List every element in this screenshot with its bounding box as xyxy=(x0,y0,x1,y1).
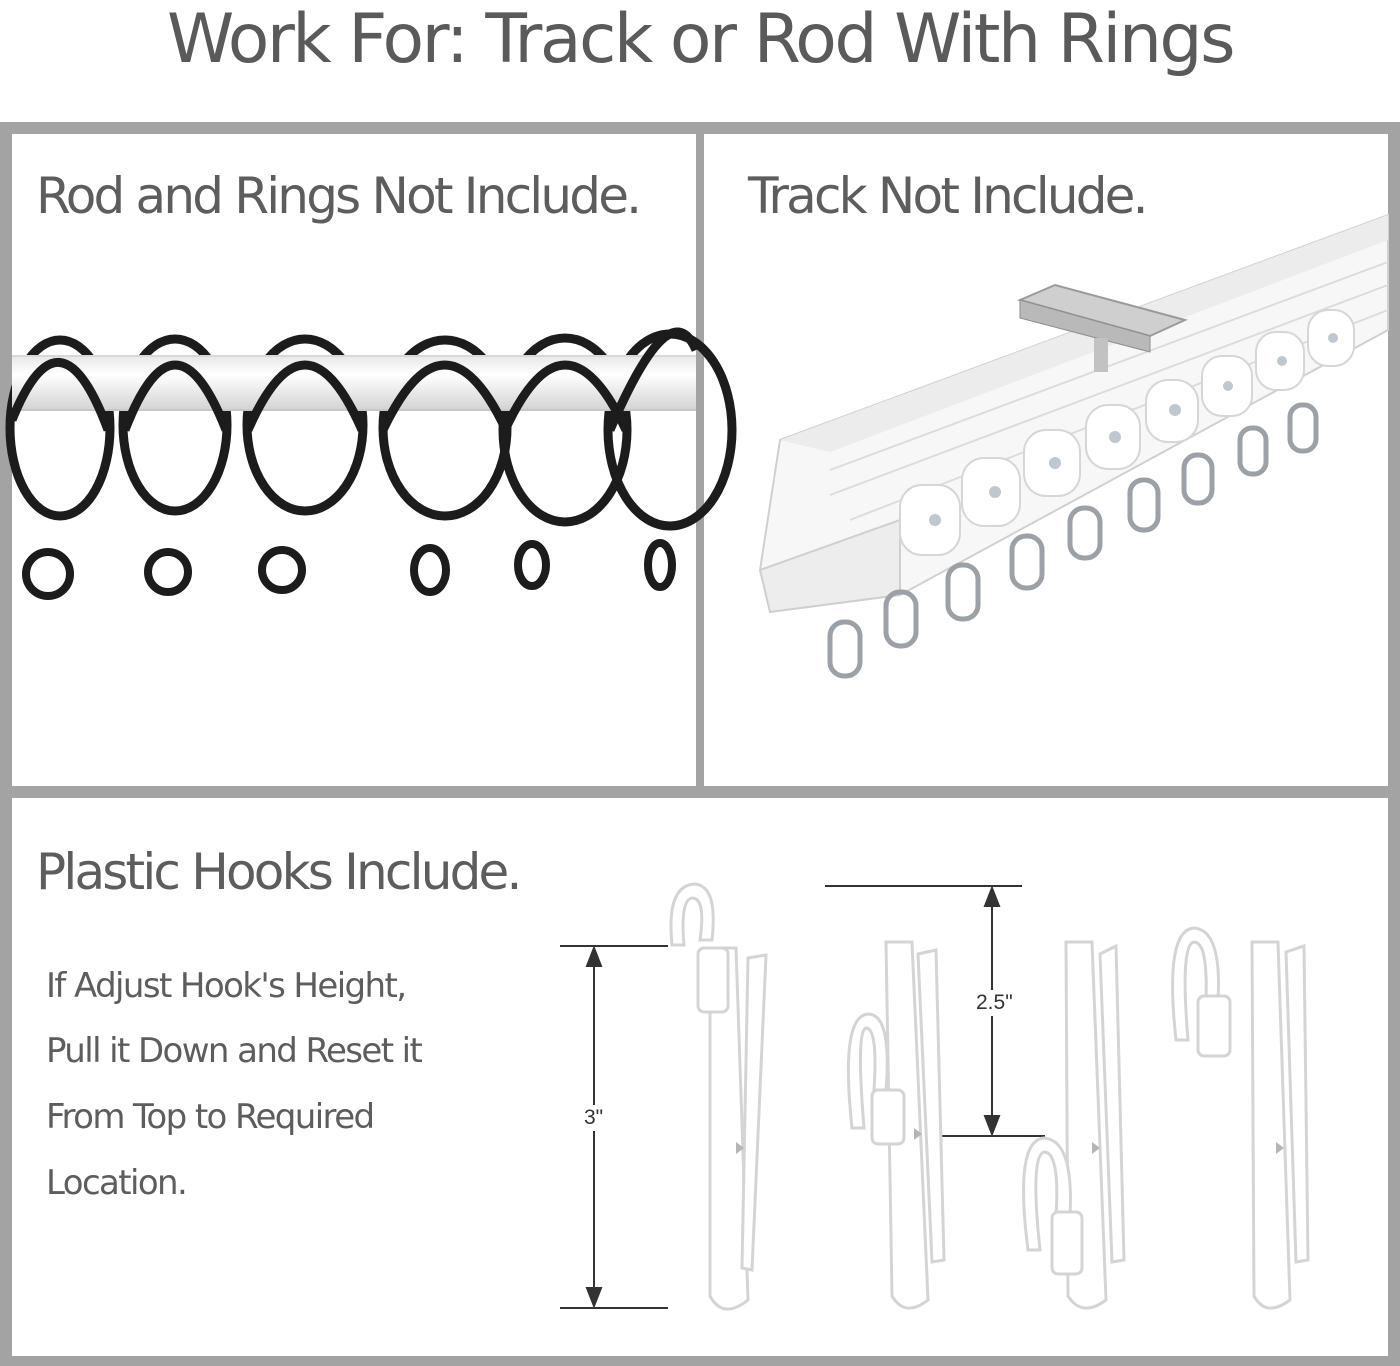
track-panel-label: Track Not Include. xyxy=(748,167,1149,225)
hooks-panel-label: Plastic Hooks Include. xyxy=(36,843,522,901)
frame-bottom-border xyxy=(0,1356,1400,1366)
dimension-label-left: 3" xyxy=(584,1106,604,1129)
dimension-label-right: 2.5" xyxy=(976,991,1013,1014)
hooks-note-line-3: From Top to Required xyxy=(46,1097,375,1137)
hooks-note-line-2: Pull it Down and Reset it xyxy=(46,1031,423,1071)
rod-panel-label: Rod and Rings Not Include. xyxy=(36,167,642,225)
hooks-note-line-4: Location. xyxy=(46,1163,188,1203)
page-title: Work For: Track or Rod With Rings xyxy=(166,0,1236,79)
hooks-note-line-1: If Adjust Hook's Height, xyxy=(46,966,407,1006)
frame-vertical-divider xyxy=(696,122,704,794)
frame-right-border xyxy=(1388,122,1400,1366)
